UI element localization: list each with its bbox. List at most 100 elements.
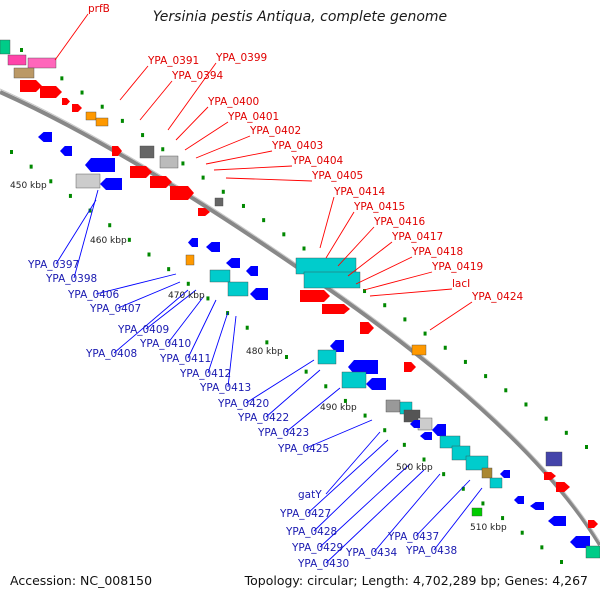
leader-line	[187, 299, 217, 359]
gene-label: YPA_0415	[353, 201, 405, 213]
outer-tick-mark	[262, 218, 266, 223]
gene-feature	[150, 176, 172, 188]
gene-feature	[317, 349, 337, 365]
gene-label: YPA_0403	[271, 140, 323, 152]
gene-feature	[209, 269, 231, 283]
inner-tick-mark	[68, 193, 72, 198]
leader-line	[319, 196, 335, 249]
gene-label: lacI	[452, 278, 470, 290]
inner-tick-mark	[245, 325, 249, 330]
gene-feature	[226, 258, 240, 268]
gene-label: YPA_0411	[159, 353, 211, 365]
leader-line	[227, 315, 237, 388]
gene-feature	[420, 432, 432, 440]
gene-feature	[206, 242, 220, 252]
leader-line	[73, 189, 99, 279]
gene-label: YPA_0405	[311, 170, 363, 182]
outer-tick-mark	[181, 161, 185, 166]
gene-feature	[545, 451, 563, 467]
gene-feature	[60, 146, 72, 156]
gene-feature	[170, 186, 194, 200]
outer-tick-mark	[282, 232, 286, 237]
gene-feature	[303, 271, 361, 289]
leader-line	[373, 473, 441, 553]
outer-tick-mark	[60, 76, 64, 81]
leader-line	[117, 281, 181, 309]
gene-label: YPA_0407	[89, 303, 141, 315]
outer-tick-mark	[504, 388, 508, 393]
tick-label: 480 kbp	[246, 347, 283, 357]
leader-line	[119, 65, 149, 101]
tick-label: 500 kbp	[396, 463, 433, 473]
inner-tick-mark	[461, 486, 465, 491]
inner-tick-mark	[29, 164, 33, 169]
leader-line	[325, 431, 381, 495]
gene-label: YPA_0398	[45, 273, 97, 285]
outer-tick-mark	[443, 345, 447, 350]
inner-tick-mark	[88, 208, 92, 213]
outer-tick-mark	[403, 317, 407, 322]
inner-tick-mark	[402, 442, 406, 447]
gene-feature	[130, 166, 152, 178]
gene-label: gatY	[298, 489, 322, 501]
gene-label: YPA_0434	[345, 547, 398, 559]
gene-feature	[556, 482, 570, 492]
leader-line	[145, 289, 197, 330]
gene-label: YPA_0394	[171, 70, 224, 82]
leader-line	[207, 311, 229, 374]
gene-label: prfB	[88, 3, 110, 15]
gene-feature	[481, 467, 493, 479]
gene-label: YPA_0412	[179, 368, 231, 380]
outer-tick-mark	[161, 147, 165, 152]
leader-line	[205, 150, 273, 165]
gene-feature	[95, 117, 109, 127]
gene-feature	[385, 399, 401, 413]
leader-line	[225, 177, 313, 182]
gene-label: YPA_0427	[279, 508, 331, 520]
accession-text: Accession: NC_008150	[10, 573, 153, 588]
inner-tick-mark	[49, 179, 53, 184]
gene-feature	[548, 516, 566, 526]
tick-label: 510 kbp	[470, 523, 507, 533]
gene-label: YPA_0401	[227, 111, 279, 123]
gene-feature	[417, 417, 433, 431]
gene-feature	[544, 472, 556, 480]
gene-label: YPA_0413	[199, 382, 251, 394]
gene-label: YPA_0430	[297, 558, 349, 570]
gene-feature	[85, 158, 115, 172]
leader-line	[113, 289, 189, 354]
gene-feature	[341, 371, 367, 389]
gene-label: YPA_0402	[249, 125, 301, 137]
gene-feature	[139, 145, 155, 159]
leader-line	[369, 288, 453, 297]
outer-tick-mark	[544, 416, 548, 421]
gene-feature	[27, 57, 57, 69]
gene-label: YPA_0424	[471, 291, 524, 303]
gene-label: YPA_0419	[431, 261, 483, 273]
gene-feature	[198, 208, 210, 216]
inner-tick-mark	[481, 501, 485, 506]
tick-label: 450 kbp	[10, 181, 47, 191]
gene-feature	[322, 304, 350, 314]
gene-feature	[0, 39, 11, 55]
gene-label: YPA_0416	[373, 216, 426, 228]
gene-label: YPA_0414	[333, 186, 386, 198]
backbone-arc	[0, 90, 600, 547]
gene-label: YPA_0438	[405, 545, 457, 557]
gene-feature	[570, 536, 590, 548]
tick-label: 470 kbp	[168, 291, 205, 301]
genome-summary-text: Topology: circular; Length: 4,702,289 bp…	[244, 573, 588, 588]
gene-feature	[432, 424, 446, 436]
inner-tick-mark	[540, 545, 544, 550]
leader-line	[355, 256, 413, 285]
leader-line	[54, 13, 89, 61]
inner-tick-mark	[304, 369, 308, 374]
gene-feature	[13, 67, 35, 79]
gene-feature	[588, 520, 598, 528]
map-title: Yersinia pestis Antiqua, complete genome	[152, 9, 448, 25]
gene-feature	[500, 470, 510, 478]
tick-label: 490 kbp	[320, 403, 357, 413]
gene-label: YPA_0408	[85, 348, 137, 360]
gene-label: YPA_0410	[139, 338, 191, 350]
